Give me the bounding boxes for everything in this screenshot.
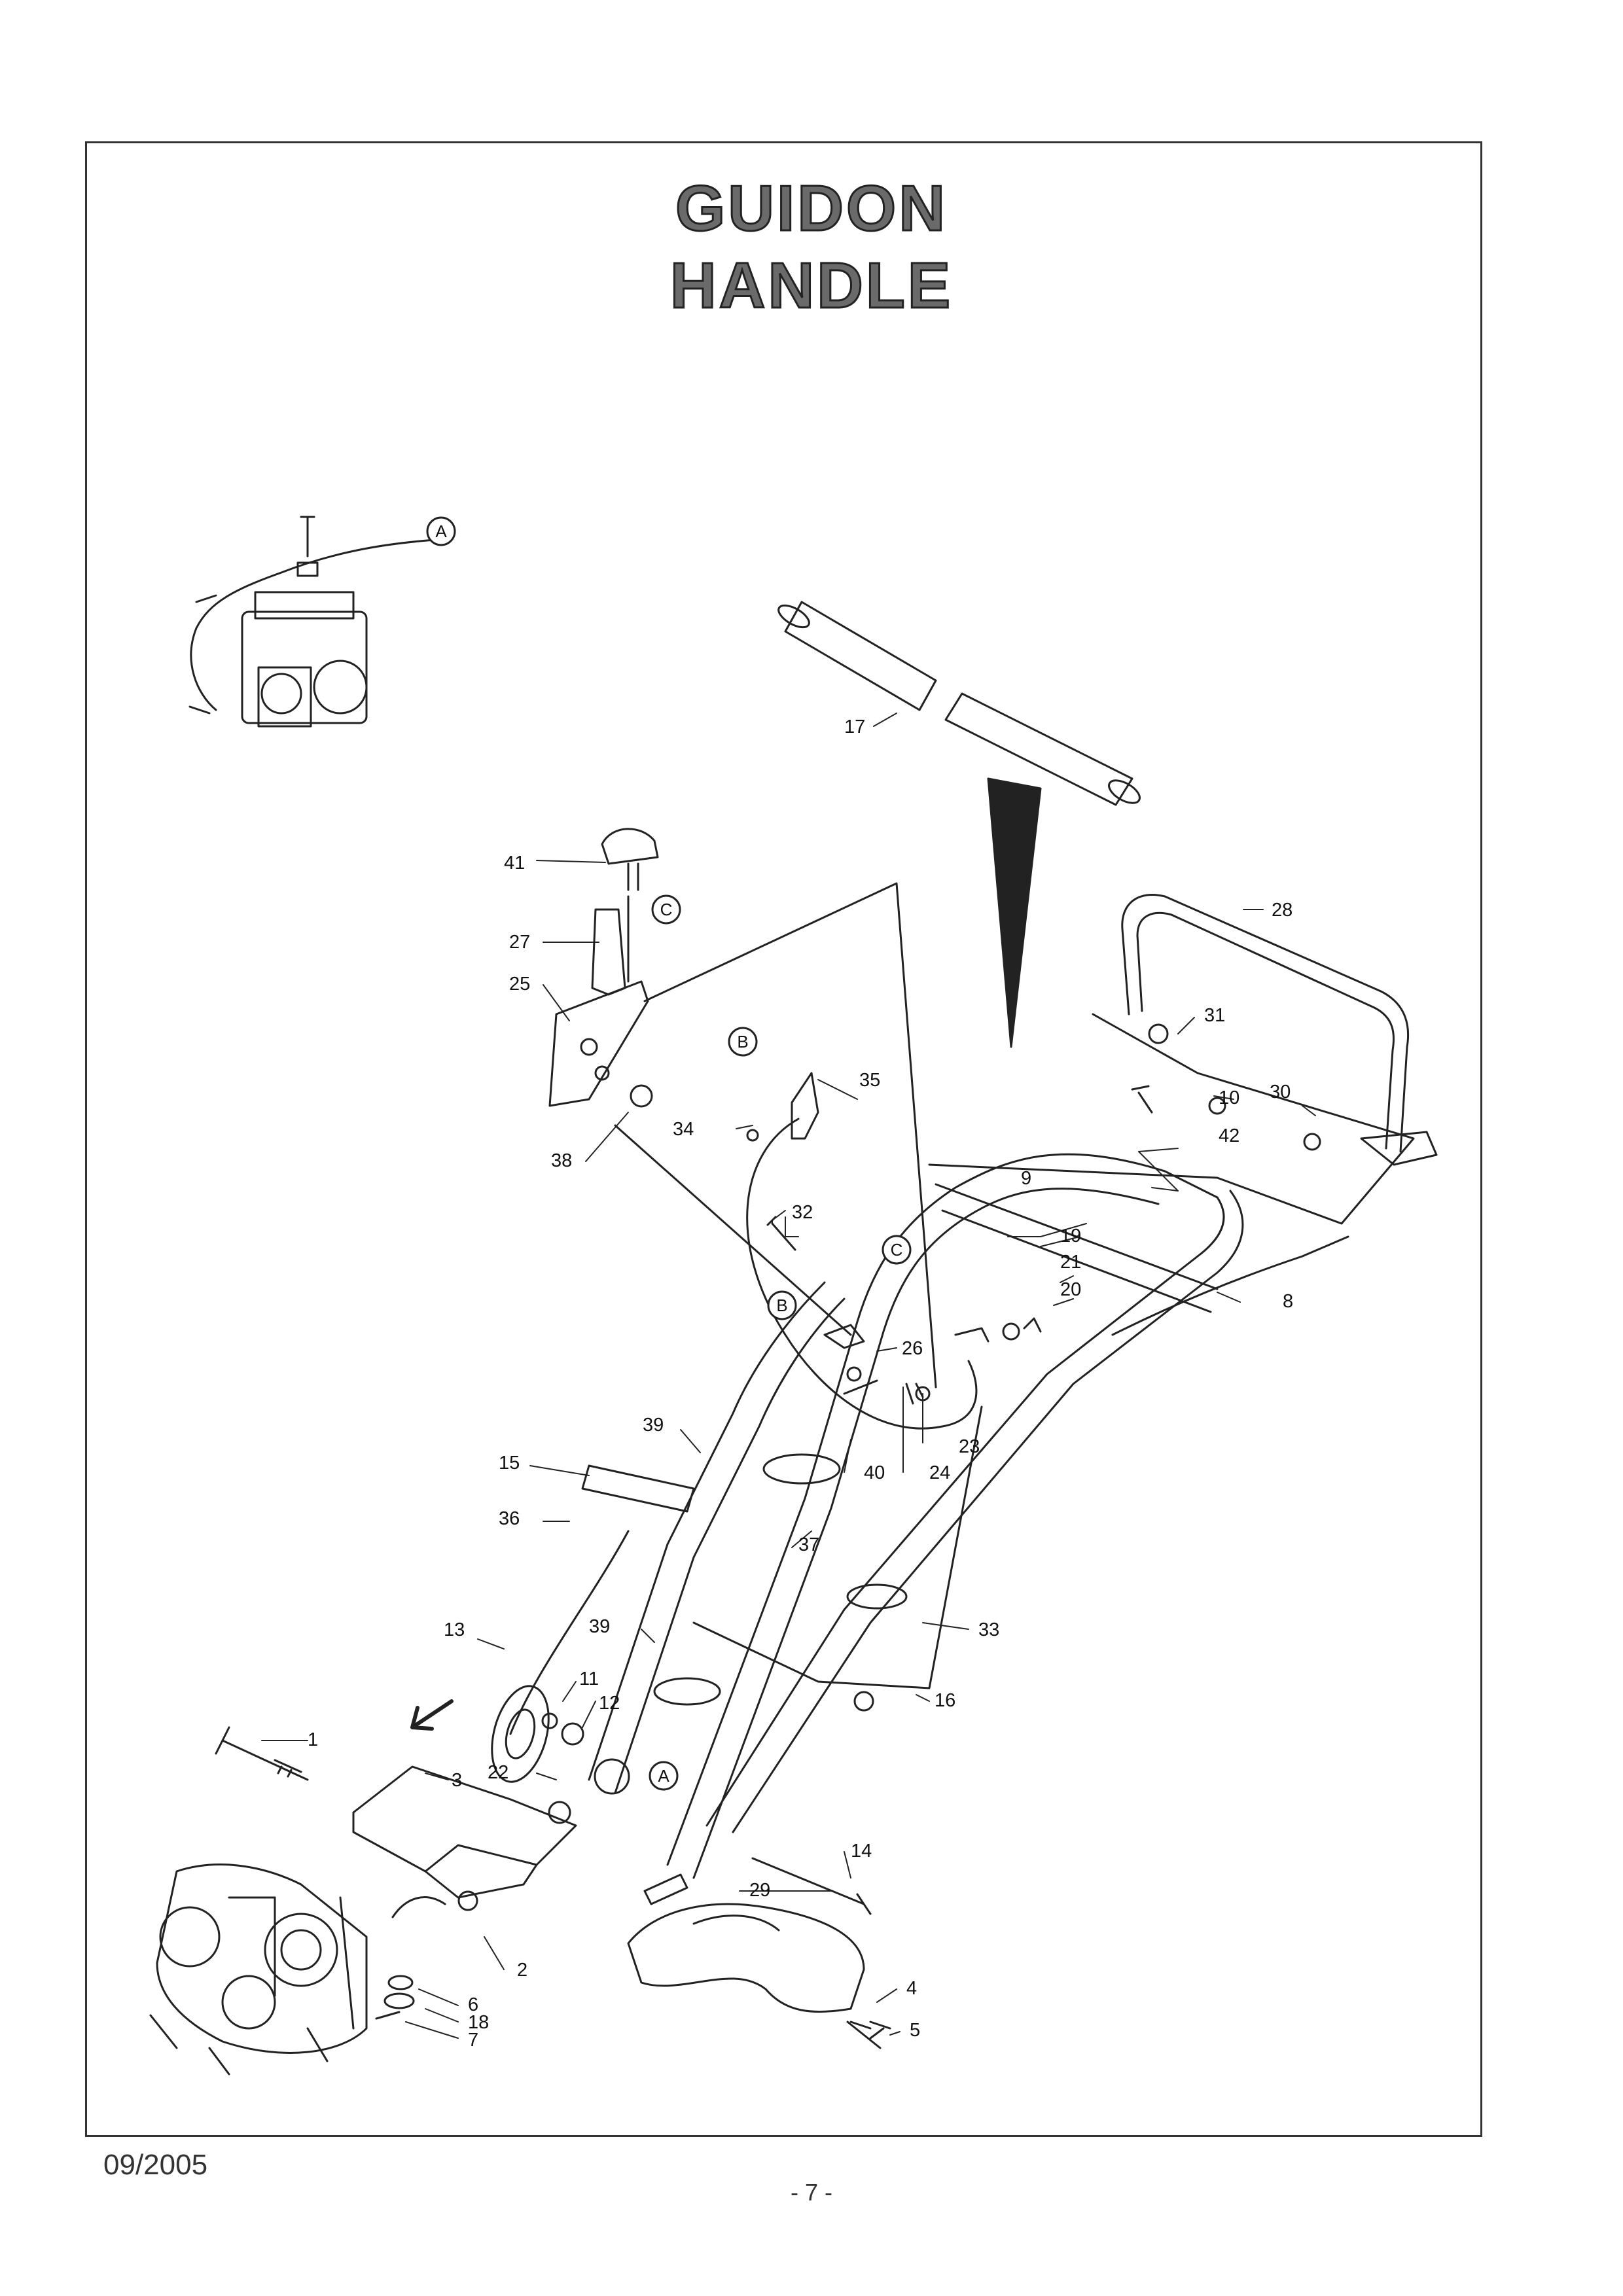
- callout-b-handle: B: [767, 1290, 797, 1320]
- part-label-37: 37: [798, 1534, 819, 1555]
- part-label-1: 1: [308, 1729, 318, 1750]
- part-label-15: 15: [499, 1453, 520, 1474]
- callout-a-engine: A: [426, 516, 456, 546]
- part-label-32: 32: [792, 1202, 813, 1223]
- bolt-14: [751, 1857, 872, 1915]
- callout-c-handle: C: [882, 1235, 912, 1265]
- part-label-22: 22: [488, 1762, 508, 1783]
- handle-right-tube: [705, 1190, 1244, 1833]
- direction-arrow: [410, 1699, 454, 1731]
- handle-left-tube: [666, 1153, 1219, 1879]
- part-label-8: 8: [1283, 1291, 1293, 1312]
- part-label-29: 29: [749, 1880, 770, 1901]
- part-label-28: 28: [1272, 900, 1293, 921]
- indicator-wedge: [987, 777, 1042, 1048]
- svg-text:B: B: [737, 1032, 748, 1051]
- part-label-39: 39: [643, 1415, 664, 1436]
- part-label-39b: 39: [589, 1616, 610, 1637]
- part-label-20: 20: [1060, 1279, 1081, 1300]
- part-label-12: 12: [599, 1693, 620, 1714]
- part-label-30: 30: [1270, 1082, 1291, 1103]
- part-label-14: 14: [851, 1841, 872, 1862]
- svg-text:B: B: [776, 1296, 787, 1315]
- part-label-34: 34: [673, 1119, 694, 1140]
- bolt-1: [215, 1726, 309, 1781]
- part-label-16: 16: [935, 1690, 955, 1711]
- part-label-9: 9: [1021, 1168, 1031, 1189]
- revision-date: 09/2005: [103, 2149, 208, 2181]
- part-label-31: 31: [1204, 1005, 1225, 1026]
- part-label-18: 18: [468, 2012, 489, 2033]
- title-english: HANDLE: [669, 249, 954, 323]
- page-number: - 7 -: [790, 2179, 832, 2206]
- cable-36: [509, 1530, 630, 1735]
- part-label-38: 38: [551, 1150, 572, 1171]
- part-label-10: 10: [1219, 1087, 1240, 1108]
- part-label-3: 3: [452, 1770, 462, 1791]
- part-label-21: 21: [1060, 1252, 1081, 1273]
- handle-grips: [777, 601, 1141, 806]
- part-label-2: 2: [517, 1960, 527, 1981]
- part-label-17: 17: [844, 716, 865, 737]
- title-french: GUIDON: [675, 171, 948, 245]
- svg-text:A: A: [435, 521, 447, 541]
- guard-bar: [1121, 893, 1410, 1153]
- part-label-19: 19: [1060, 1226, 1081, 1246]
- diagram-frame: [85, 141, 1482, 2137]
- part-label-41: 41: [504, 853, 525, 874]
- plate-15: [581, 1464, 695, 1513]
- part-label-7: 7: [468, 2030, 478, 2051]
- part-label-26: 26: [902, 1338, 923, 1359]
- cover-4: [627, 1903, 865, 2013]
- throttle-cable: [746, 1118, 978, 1430]
- part-label-27: 27: [509, 932, 530, 953]
- callout-a-handle: A: [649, 1761, 679, 1791]
- svg-text:C: C: [891, 1240, 903, 1260]
- gear-13: [491, 1685, 550, 1783]
- part-label-13: 13: [444, 1619, 465, 1640]
- part-label-5: 5: [910, 2020, 920, 2041]
- bracket-3: [352, 1765, 577, 1899]
- control-assembly: [548, 828, 659, 1108]
- part-label-35: 35: [859, 1070, 880, 1091]
- part-label-23: 23: [959, 1436, 980, 1457]
- engine-drawing: [188, 516, 437, 728]
- part-label-33: 33: [978, 1619, 999, 1640]
- part-label-6: 6: [468, 1994, 478, 2015]
- svg-text:A: A: [658, 1766, 669, 1786]
- part-label-42: 42: [1219, 1125, 1240, 1146]
- part-label-40: 40: [864, 1462, 885, 1483]
- part-labels: 41 27 25 38 34 35 32 17 28 31 10 30 42 9…: [308, 716, 1293, 2051]
- part-label-24: 24: [929, 1462, 950, 1483]
- part-label-36: 36: [499, 1508, 520, 1529]
- part-label-11: 11: [579, 1669, 599, 1689]
- part-label-25: 25: [509, 974, 530, 995]
- callout-c-lever: C: [651, 894, 681, 925]
- part-label-4: 4: [906, 1978, 917, 1999]
- svg-text:C: C: [660, 900, 673, 919]
- callout-b-lever: B: [728, 1027, 758, 1057]
- gearbox-drawing: [149, 1863, 446, 2075]
